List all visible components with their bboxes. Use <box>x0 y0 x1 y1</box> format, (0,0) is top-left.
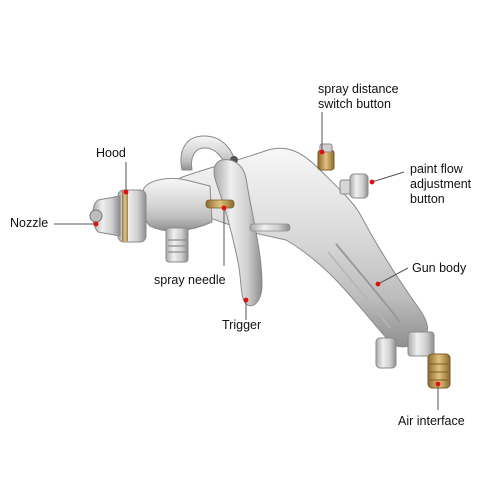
label-air-interface: Air interface <box>398 414 465 428</box>
fluid-inlet <box>165 227 189 263</box>
leader-dot-air-interface <box>435 381 441 387</box>
label-paint-flow-adjustment-button: paint flow adjustment button <box>410 162 472 206</box>
gun-head-block <box>141 177 213 232</box>
leader-dot-trigger <box>243 297 249 303</box>
leader-dot-gun-body <box>375 281 381 287</box>
fluid-inlet-thread <box>168 239 186 253</box>
leader-line-gun-body <box>377 267 409 285</box>
nozzle-tip <box>89 209 103 223</box>
spray-needle-shape <box>205 199 235 209</box>
leader-dot-nozzle <box>93 221 99 227</box>
paint-flow-knob <box>349 173 369 199</box>
leader-dot-spray-needle <box>221 205 227 211</box>
leader-line-paint-flow <box>371 171 405 183</box>
label-trigger: Trigger <box>222 318 262 332</box>
lower-knob <box>375 337 397 369</box>
needle-rod <box>249 223 291 232</box>
hood-ring-band <box>122 190 128 242</box>
leader-lines <box>54 112 439 410</box>
label-gun-body: Gun body <box>412 261 467 275</box>
label-spray-distance-switch-button: spray distance switch button <box>318 82 399 111</box>
leader-dot-hood <box>123 189 129 195</box>
leader-dots <box>93 149 441 387</box>
leader-dot-spray-distance <box>319 149 325 155</box>
air-inlet-nut <box>407 331 435 357</box>
leader-dot-paint-flow <box>369 179 375 185</box>
label-spray-needle: spray needle <box>154 273 226 287</box>
spray-gun-illustration <box>89 135 451 389</box>
grip-groove <box>327 251 391 329</box>
label-hood: Hood <box>96 146 126 160</box>
grip-groove <box>335 243 401 323</box>
air-inlet-thread <box>430 363 448 381</box>
label-nozzle: Nozzle <box>10 216 49 230</box>
